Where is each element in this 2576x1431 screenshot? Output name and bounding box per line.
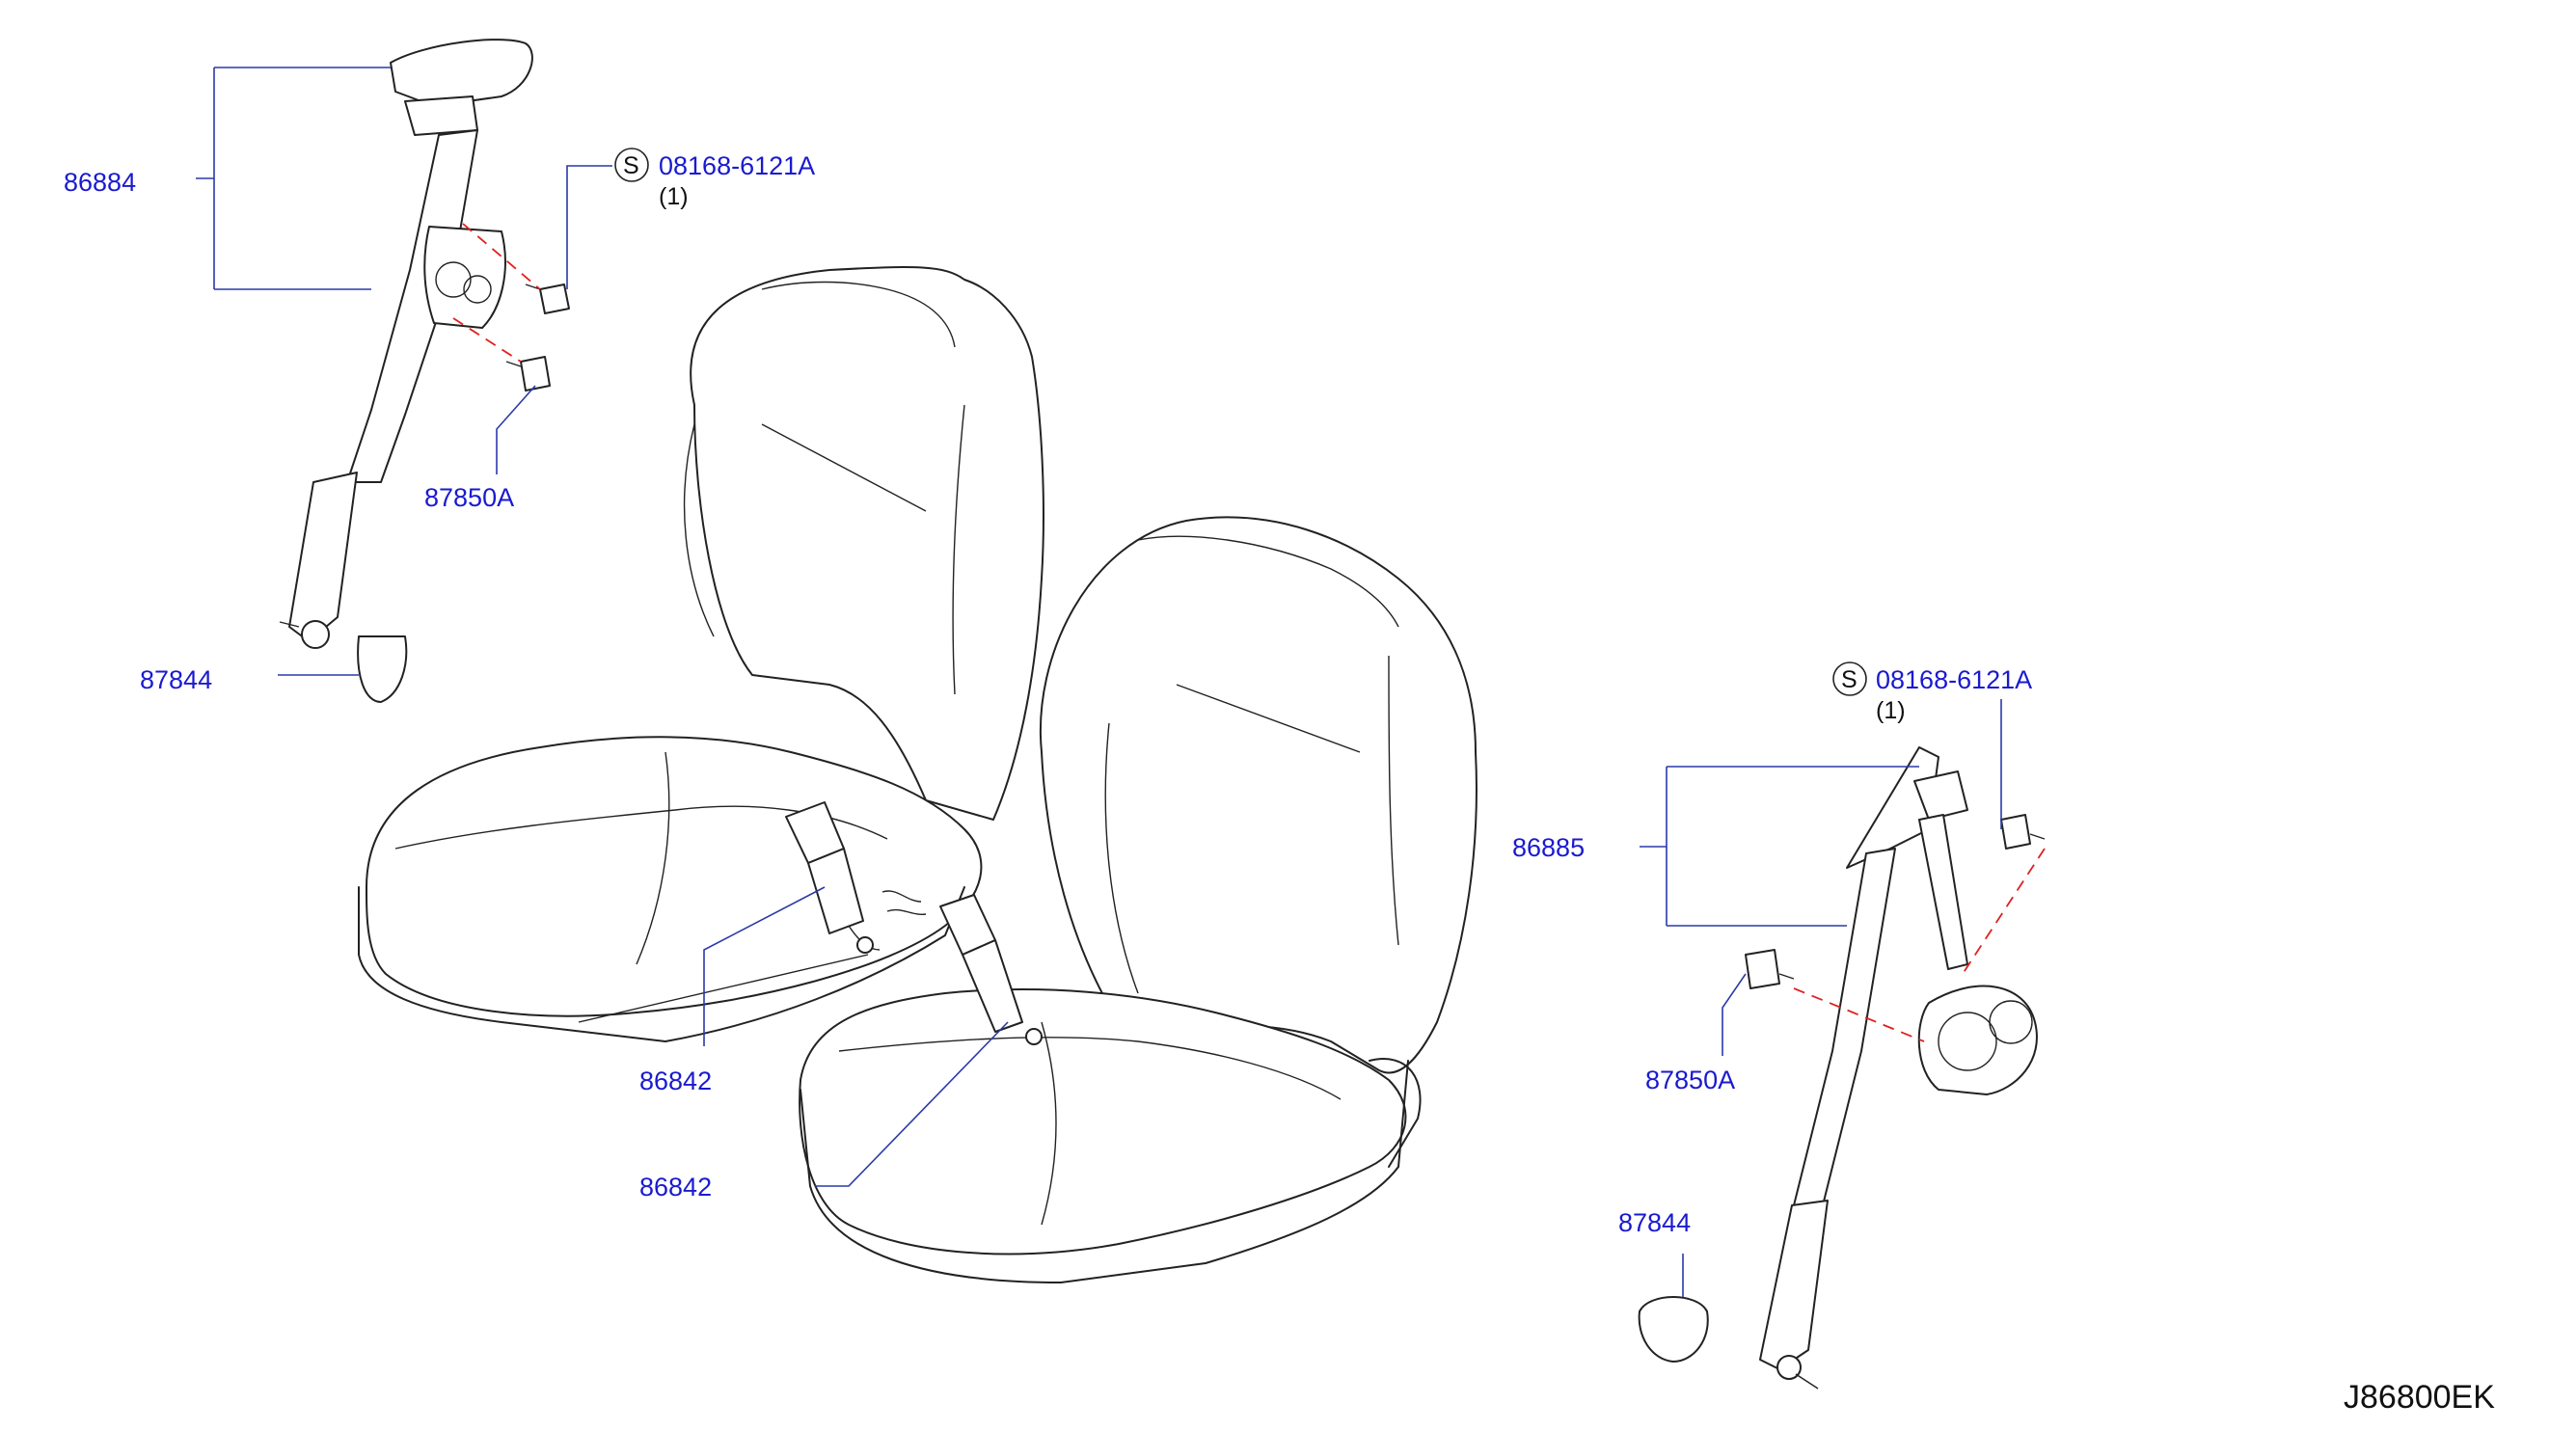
label-qty-left: (1)	[659, 183, 689, 210]
label-08168-6121A-left: 08168-6121A	[659, 151, 815, 180]
label-86884: 86884	[64, 168, 136, 197]
label-86842-b: 86842	[639, 1173, 712, 1202]
cover-left-illustration	[357, 635, 408, 703]
label-87844-right: 87844	[1618, 1208, 1691, 1237]
buckle-right-illustration	[939, 894, 1043, 1045]
left-seat-illustration	[358, 266, 1044, 1042]
s-mark-left: S	[623, 152, 639, 179]
standard-part-mark-left: S	[614, 148, 649, 182]
diagram-code: J86800EK	[2344, 1379, 2495, 1416]
s-mark-right: S	[1841, 666, 1857, 693]
label-86842-a: 86842	[639, 1066, 712, 1095]
buckle-left-illustration	[785, 801, 927, 954]
label-87850A-right: 87850A	[1645, 1066, 1735, 1094]
standard-part-mark-right: S	[1832, 662, 1867, 696]
label-87850A-left: 87850A	[424, 483, 514, 512]
label-86885: 86885	[1512, 833, 1585, 862]
right-belt-assembly-illustration	[1745, 746, 2046, 1390]
label-qty-right: (1)	[1876, 697, 1906, 724]
label-08168-6121A-right: 08168-6121A	[1876, 665, 2032, 694]
leader-lines	[196, 67, 2002, 1297]
left-belt-assembly-illustration	[279, 39, 570, 649]
right-seat-illustration	[799, 516, 1478, 1283]
label-87844-left: 87844	[140, 665, 212, 694]
cover-right-illustration	[1638, 1296, 1709, 1363]
